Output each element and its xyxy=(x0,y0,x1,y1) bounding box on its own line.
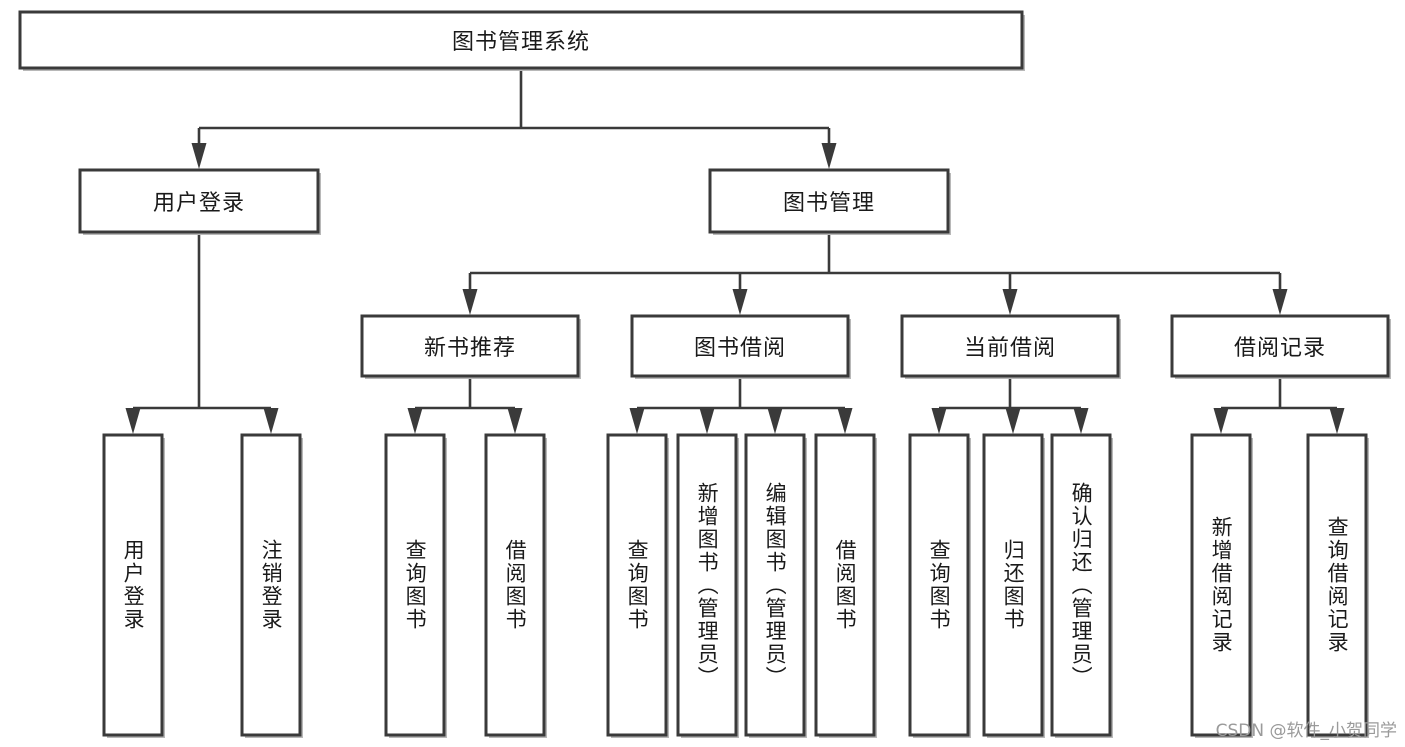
arrowhead-icon xyxy=(1272,289,1288,315)
node-box-book_borrow[interactable] xyxy=(630,314,850,378)
arrowhead-icon xyxy=(821,143,837,169)
node-box-leaf_edit_book[interactable] xyxy=(744,433,806,737)
node-box-leaf_add_record[interactable] xyxy=(1190,433,1252,737)
arrowhead-icon xyxy=(407,408,423,434)
node-box-leaf_return_book[interactable] xyxy=(982,433,1044,737)
connector-group-book_borrow xyxy=(629,376,853,434)
connector-group-user_login xyxy=(125,232,279,434)
node-box-leaf_add_book[interactable] xyxy=(676,433,738,737)
arrowhead-icon xyxy=(767,408,783,434)
arrowhead-icon xyxy=(125,408,141,434)
node-box-leaf_confirm_return[interactable] xyxy=(1050,433,1112,737)
node-box-current_borrow[interactable] xyxy=(900,314,1120,378)
arrowhead-icon xyxy=(1002,289,1018,315)
connector-group-borrow_record xyxy=(1213,376,1345,434)
node-box-leaf_query_record[interactable] xyxy=(1306,433,1368,737)
node-box-root[interactable] xyxy=(18,10,1024,70)
node-box-borrow_record[interactable] xyxy=(1170,314,1390,378)
watermark-text: CSDN @软件_小贺同学 xyxy=(1215,721,1397,741)
arrowhead-icon xyxy=(263,408,279,434)
connector-group-new_book_rec xyxy=(407,376,523,434)
node-box-leaf_borrow_book_2[interactable] xyxy=(814,433,876,737)
node-box-user_login[interactable] xyxy=(78,168,320,234)
node-box-leaf_query_book_1[interactable] xyxy=(384,433,446,737)
arrowhead-icon xyxy=(732,289,748,315)
arrowhead-icon xyxy=(1213,408,1229,434)
arrowhead-icon xyxy=(629,408,645,434)
connector-group-root xyxy=(191,68,837,169)
arrowhead-icon xyxy=(931,408,947,434)
node-box-leaf_borrow_book_1[interactable] xyxy=(484,433,546,737)
connector-group-current_borrow xyxy=(931,376,1089,434)
node-box-leaf_query_book_2[interactable] xyxy=(606,433,668,737)
arrowhead-icon xyxy=(507,408,523,434)
node-box-leaf_logout[interactable] xyxy=(240,433,302,737)
arrowhead-icon xyxy=(191,143,207,169)
arrowhead-icon xyxy=(462,289,478,315)
node-box-leaf_user_login[interactable] xyxy=(102,433,164,737)
node-box-new_book_rec[interactable] xyxy=(360,314,580,378)
arrowhead-icon xyxy=(699,408,715,434)
arrowhead-icon xyxy=(1005,408,1021,434)
connector-group-book_manage xyxy=(462,232,1288,315)
arrowhead-icon xyxy=(1329,408,1345,434)
node-box-book_manage[interactable] xyxy=(708,168,950,234)
edge-layer xyxy=(125,68,1345,434)
node-box-leaf_query_book_3[interactable] xyxy=(908,433,970,737)
box-layer xyxy=(18,10,1391,738)
arrowhead-icon xyxy=(837,408,853,434)
arrowhead-icon xyxy=(1073,408,1089,434)
